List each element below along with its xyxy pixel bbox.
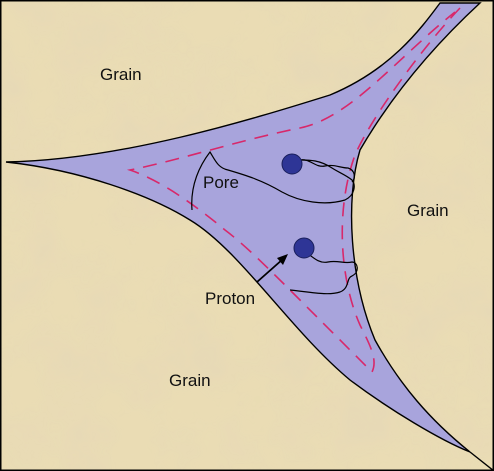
grain-label-right: Grain	[407, 201, 449, 220]
proton-dot-lower	[294, 238, 314, 258]
grain-label-bottom: Grain	[169, 371, 211, 390]
grain-label-top-left: Grain	[100, 65, 142, 84]
proton-label: Proton	[205, 289, 255, 308]
pore-label: Pore	[203, 173, 239, 192]
proton-dot-upper	[282, 154, 302, 174]
